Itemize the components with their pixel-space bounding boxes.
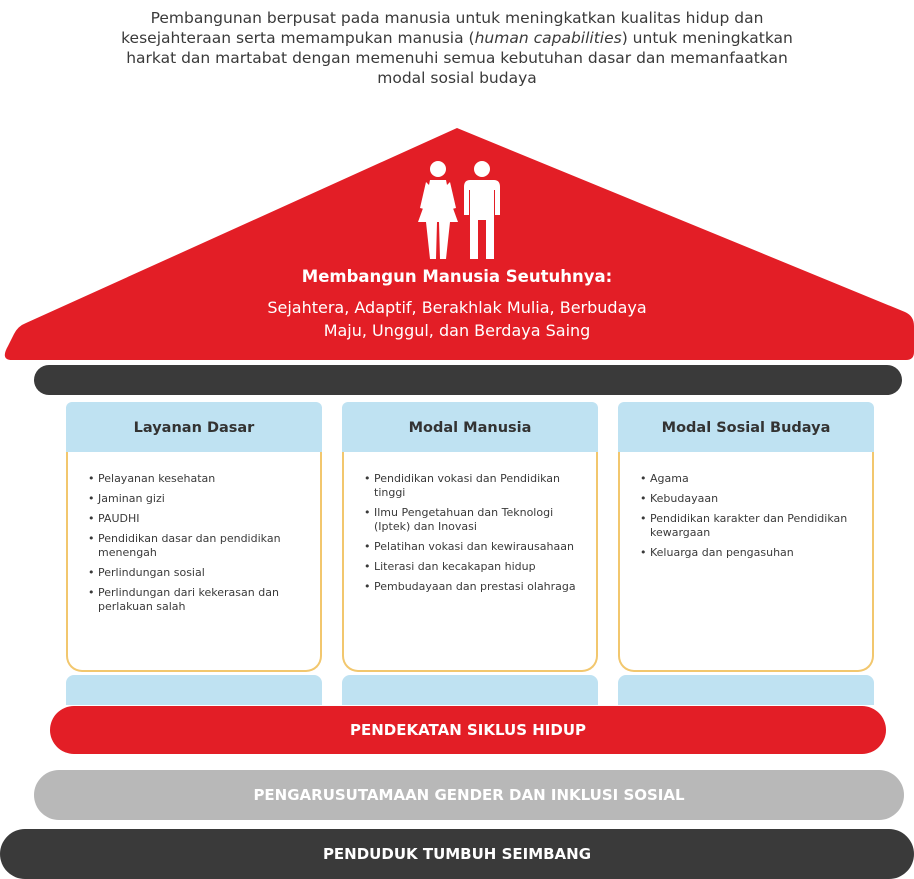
list-item: Jaminan gizi (88, 492, 312, 506)
man-woman-icon (418, 161, 500, 259)
pillar-base (618, 675, 874, 705)
list-item: Pembudayaan dan prestasi olahraga (364, 580, 588, 594)
list-item: Pendidikan vokasi dan Pendidikan tinggi (364, 472, 588, 500)
pillar-list: Pelayanan kesehatan Jaminan gizi PAUDHI … (68, 452, 320, 614)
list-item: Pendidikan dasar dan pendidikan menengah (88, 532, 312, 560)
list-item: Keluarga dan pengasuhan (640, 546, 864, 560)
pillar-title: Modal Manusia (342, 402, 598, 454)
list-item: PAUDHI (88, 512, 312, 526)
foundation-band-penduduk: PENDUDUK TUMBUH SEIMBANG (0, 829, 914, 879)
intro-line-2-pre: kesejahteraan serta memampukan manusia ( (121, 29, 475, 47)
roof-title: Membangun Manusia Seutuhnya: (301, 267, 613, 286)
pillar-layanan-dasar: Layanan Dasar Pelayanan kesehatan Jamina… (66, 402, 322, 672)
roof-triangle (4, 128, 914, 360)
pillar-body: Pendidikan vokasi dan Pendidikan tinggi … (342, 452, 598, 672)
roof-subtitle-line-2: Maju, Unggul, dan Berdaya Saing (323, 321, 591, 340)
list-item: Agama (640, 472, 864, 486)
list-item: Ilmu Pengetahuan dan Teknologi (Iptek) d… (364, 506, 588, 534)
list-item: Kebudayaan (640, 492, 864, 506)
intro-line-4: modal sosial budaya (377, 69, 537, 87)
roof-subtitle-line-1: Sejahtera, Adaptif, Berakhlak Mulia, Ber… (267, 298, 647, 317)
intro-text: Pembangunan berpusat pada manusia untuk … (20, 8, 894, 88)
intro-line-3: harkat dan martabat dengan memenuhi semu… (126, 49, 788, 67)
list-item: Perlindungan dari kekerasan dan perlakua… (88, 586, 312, 614)
pillar-base (66, 675, 322, 705)
foundation-band-siklus-hidup: PENDEKATAN SIKLUS HIDUP (50, 706, 886, 754)
pillar-list: Agama Kebudayaan Pendidikan karakter dan… (620, 452, 872, 560)
list-item: Perlindungan sosial (88, 566, 312, 580)
intro-line-2-em: human capabilities (474, 29, 622, 47)
foundation-band-gender: PENGARUSUTAMAAN GENDER DAN INKLUSI SOSIA… (34, 770, 904, 820)
list-item: Literasi dan kecakapan hidup (364, 560, 588, 574)
intro-line-2: kesejahteraan serta memampukan manusia (… (20, 28, 894, 48)
intro-line-1: Pembangunan berpusat pada manusia untuk … (150, 9, 764, 27)
roof-beam (34, 365, 902, 395)
roof (4, 128, 914, 360)
list-item: Pendidikan karakter dan Pendidikan kewar… (640, 512, 864, 540)
pillar-base (342, 675, 598, 705)
intro-line-2-post: ) untuk meningkatkan (621, 29, 793, 47)
list-item: Pelayanan kesehatan (88, 472, 312, 486)
pillar-list: Pendidikan vokasi dan Pendidikan tinggi … (344, 452, 596, 594)
pillar-title: Layanan Dasar (66, 402, 322, 454)
pillar-modal-sosial-budaya: Modal Sosial Budaya Agama Kebudayaan Pen… (618, 402, 874, 672)
pillar-body: Pelayanan kesehatan Jaminan gizi PAUDHI … (66, 452, 322, 672)
pillar-modal-manusia: Modal Manusia Pendidikan vokasi dan Pend… (342, 402, 598, 672)
pillar-title: Modal Sosial Budaya (618, 402, 874, 454)
roof-subtitle: Sejahtera, Adaptif, Berakhlak Mulia, Ber… (120, 296, 794, 342)
list-item: Pelatihan vokasi dan kewirausahaan (364, 540, 588, 554)
pillar-body: Agama Kebudayaan Pendidikan karakter dan… (618, 452, 874, 672)
